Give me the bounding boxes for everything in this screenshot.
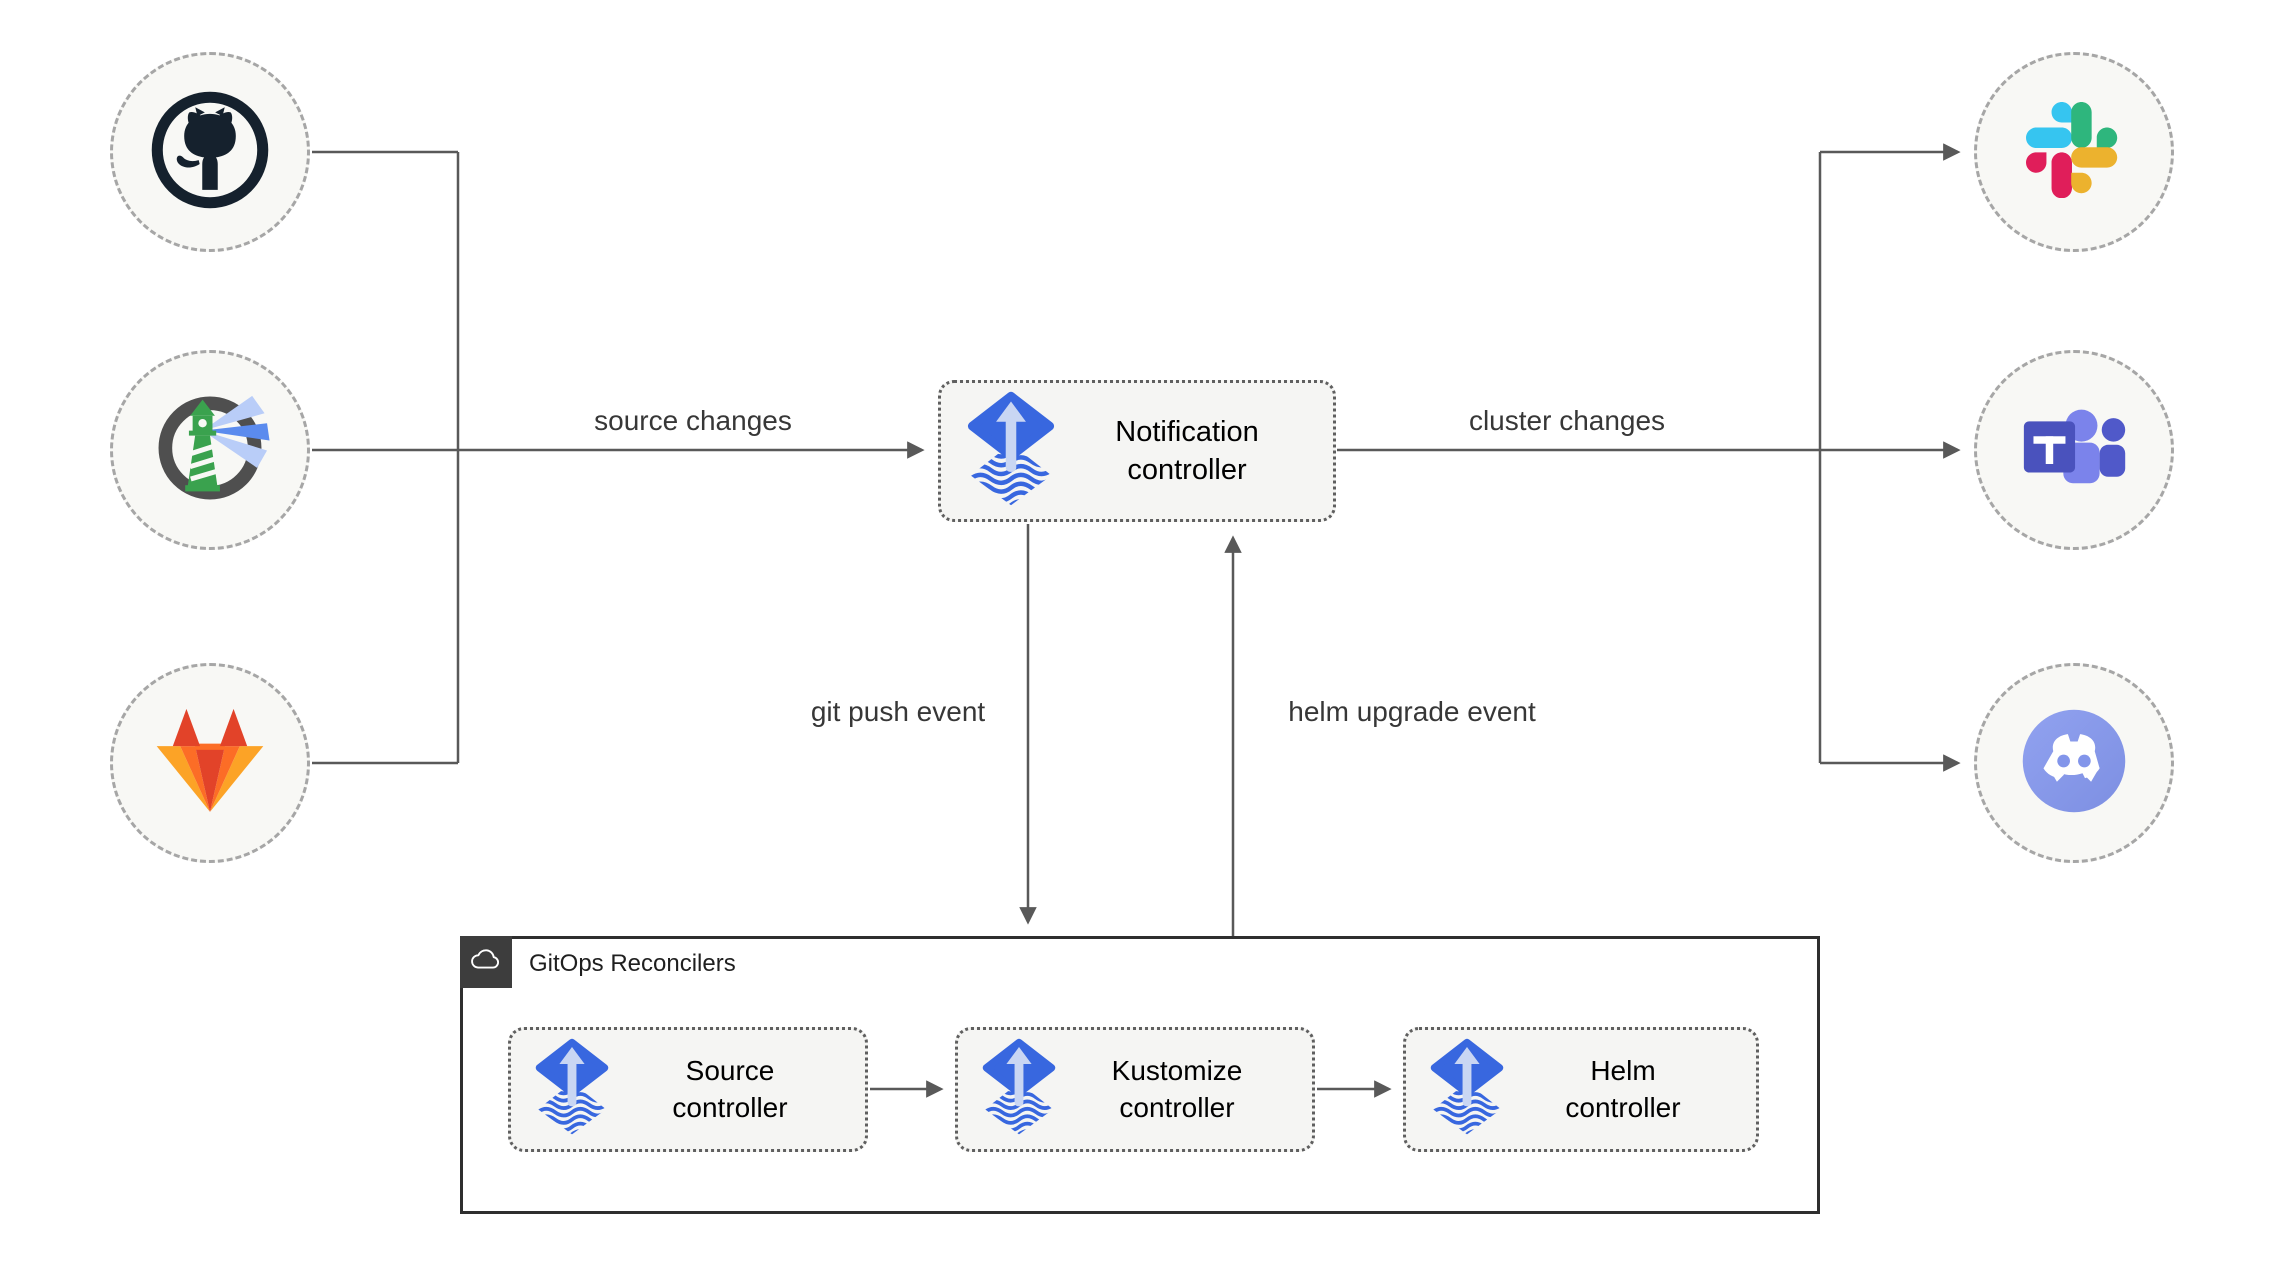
microsoft-teams-icon — [2015, 400, 2133, 501]
flux-icon — [1430, 1038, 1504, 1141]
github-icon — [151, 91, 269, 214]
teams-node — [1974, 350, 2174, 550]
source-controller-node: Source controller — [508, 1027, 868, 1152]
gitlab-node — [110, 663, 310, 863]
slack-icon — [2026, 101, 2122, 203]
harbor-node — [110, 350, 310, 550]
kustomize-controller-label: Kustomize controller — [1111, 1054, 1243, 1123]
edge-label-source-changes: source changes — [594, 405, 792, 436]
discord-icon — [2013, 700, 2135, 827]
gitops-reconcilers-group: GitOps Reconcilers — [459, 935, 1820, 1214]
helm-controller-node: Helm controller — [1403, 1027, 1759, 1152]
slack-node — [1974, 52, 2174, 252]
notification-controller-label: Notification controller — [1115, 415, 1259, 486]
helm-controller-label: Helm controller — [1565, 1054, 1681, 1123]
flux-icon — [967, 391, 1055, 512]
group-title: GitOps Reconcilers — [529, 950, 736, 977]
source-controller-label: Source controller — [672, 1054, 788, 1123]
edge-label-git-push-event: git push event — [810, 696, 986, 727]
cloud-icon — [470, 948, 502, 975]
edge-label-cluster-changes: cluster changes — [1468, 405, 1666, 436]
flux-icon — [982, 1038, 1056, 1141]
harbor-icon — [148, 386, 272, 515]
kustomize-controller-node: Kustomize controller — [955, 1027, 1315, 1152]
group-header — [459, 935, 512, 988]
flux-icon — [535, 1038, 609, 1141]
notification-controller-node: Notification controller — [938, 380, 1336, 522]
github-node — [110, 52, 310, 252]
gitlab-icon — [148, 705, 272, 822]
edge-label-helm-upgrade-event: helm upgrade event — [1288, 696, 1536, 727]
discord-node — [1974, 663, 2174, 863]
